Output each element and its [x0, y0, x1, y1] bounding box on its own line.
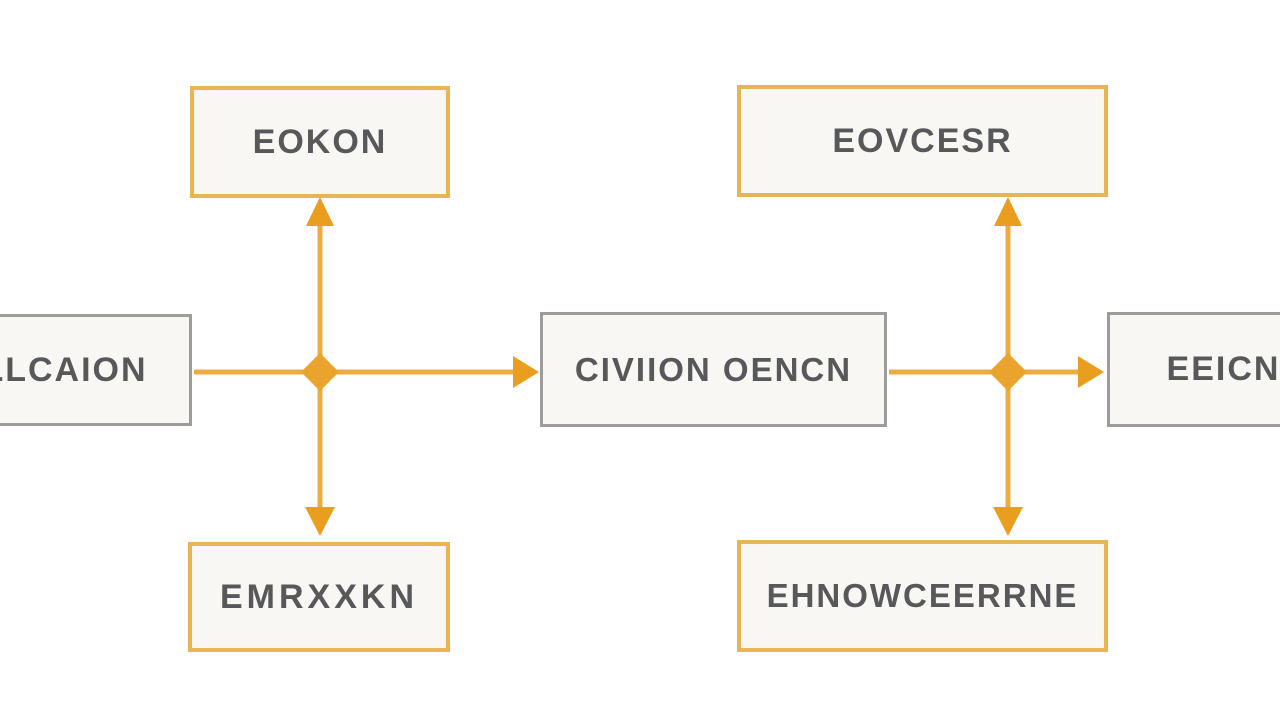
node-mid-center: CIVIION OENCN [540, 312, 887, 427]
node-label: LLCAION [0, 350, 148, 389]
junction-diamond-right [989, 353, 1027, 391]
node-label: EHNOWCEERRNE [766, 577, 1079, 614]
arrow-right-icon [1078, 356, 1104, 388]
junction-diamond-left [301, 353, 339, 391]
node-bottom-right: EHNOWCEERRNE [737, 540, 1108, 652]
edge-left-vertical [305, 197, 335, 536]
edge-right-vertical [993, 197, 1023, 536]
arrow-down-icon [993, 507, 1023, 536]
node-label: EOKON [252, 122, 388, 161]
node-label: EEICN [1166, 350, 1280, 388]
arrow-up-icon [994, 197, 1022, 226]
arrow-up-icon [306, 197, 334, 226]
node-top-left: EOKON [190, 86, 450, 198]
node-mid-right: EEICN [1107, 312, 1280, 427]
node-top-right: EOVCESR [737, 85, 1108, 197]
node-mid-left: LLCAION [0, 314, 192, 426]
arrow-down-icon [305, 507, 335, 536]
arrow-right-icon [513, 356, 539, 388]
edge-left-horizontal [194, 356, 539, 388]
node-bottom-left: EMRXXKN [188, 542, 450, 652]
node-label: EOVCESR [832, 121, 1013, 160]
edge-right-horizontal [889, 356, 1104, 388]
node-label: EMRXXKN [219, 577, 419, 616]
node-label: CIVIION OENCN [574, 350, 853, 388]
